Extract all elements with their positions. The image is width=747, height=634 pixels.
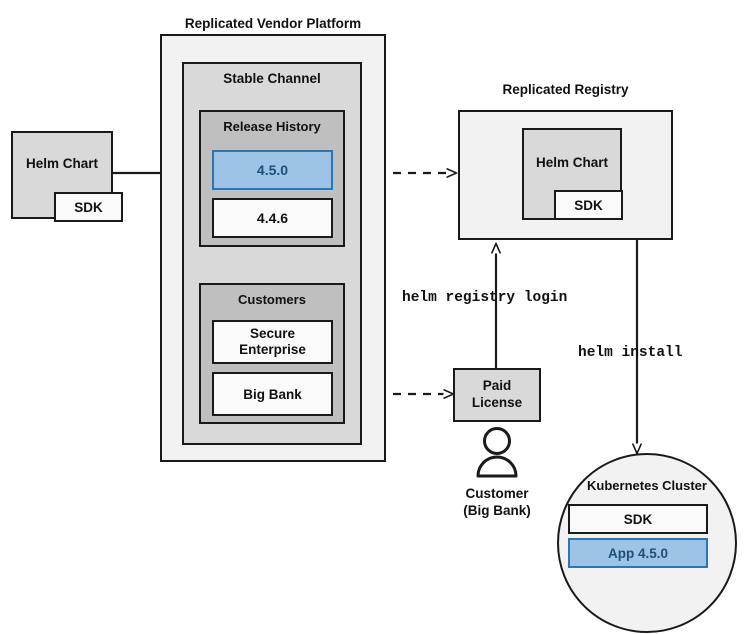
customer-name-label: Big Bank	[243, 386, 302, 402]
kubernetes-cluster-label: Kubernetes Cluster	[587, 478, 707, 493]
source-sdk-box: SDK	[54, 192, 123, 222]
customer-actor-label: Customer (Big Bank)	[437, 486, 557, 520]
command-helm-install: helm install	[578, 345, 683, 361]
stable-channel-label: Stable Channel	[223, 71, 321, 86]
registry-sdk-label: SDK	[574, 197, 603, 213]
paid-license-box: Paid License	[453, 368, 541, 422]
cluster-item-label: App 4.5.0	[607, 545, 669, 561]
release-item-450[interactable]: 4.5.0	[212, 150, 333, 190]
paid-license-line2: License	[471, 395, 523, 410]
cluster-item-sdk: SDK	[568, 504, 708, 534]
command-helm-registry-login: helm registry login	[402, 290, 568, 306]
registry-sdk-box: SDK	[554, 190, 623, 220]
release-version-label: 4.5.0	[256, 162, 289, 178]
release-item-446[interactable]: 4.4.6	[212, 198, 333, 238]
source-sdk-label: SDK	[74, 199, 103, 215]
customer-actor-line2: (Big Bank)	[463, 502, 531, 518]
vendor-platform-title: Replicated Vendor Platform	[184, 16, 362, 31]
paid-license-line1: Paid	[482, 378, 512, 394]
customer-actor-line1: Customer	[465, 486, 529, 501]
customer-item-secure-enterprise[interactable]: Secure Enterprise	[212, 320, 333, 364]
customer-item-big-bank[interactable]: Big Bank	[212, 372, 333, 416]
customers-label: Customers	[238, 292, 306, 307]
cluster-item-app: App 4.5.0	[568, 538, 708, 568]
replicated-registry-title: Replicated Registry	[502, 82, 629, 97]
registry-helm-chart-label: Helm Chart	[535, 154, 608, 170]
release-version-label: 4.4.6	[256, 210, 289, 226]
release-history-label: Release History	[223, 119, 321, 134]
source-helm-chart-label: Helm Chart	[25, 155, 98, 171]
cluster-item-label: SDK	[623, 511, 653, 527]
customer-name-label: Secure Enterprise	[239, 325, 306, 357]
